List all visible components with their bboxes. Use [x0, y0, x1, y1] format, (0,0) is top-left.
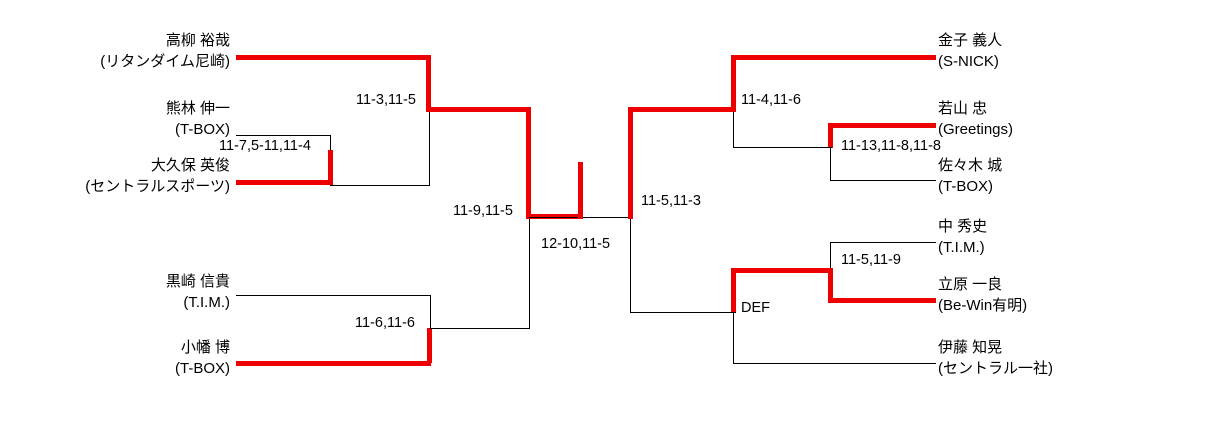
player-name: 佐々木 城 [938, 157, 1003, 174]
bracket-connector-right-r1-upper [830, 125, 831, 181]
bracket-connector-right-r1-upper-winner [828, 123, 833, 148]
bracket-line-left-p1 [236, 55, 431, 60]
player-name: 伊藤 知晃 [938, 339, 1003, 356]
bracket-connector-left-qf-top [429, 57, 430, 186]
bracket-line-right-qf-bottom-feed [731, 268, 833, 273]
bracket-line-right-p2 [828, 123, 936, 128]
bracket-line-right-p3 [830, 180, 936, 181]
player-label-right-1: 金子 義人 (S-NICK) [938, 30, 1138, 72]
player-team: (T.I.M.) [938, 239, 985, 256]
bracket-connector-left-qf-top-winner [426, 55, 431, 112]
player-name: 黒崎 信貴 [165, 273, 230, 290]
player-name: 若山 忠 [938, 100, 988, 117]
score-left-qf-top: 11-3,11-5 [356, 92, 416, 108]
bracket-line-left-p4 [236, 295, 431, 296]
player-label-left-5: 小幡 博 (T-BOX) [50, 337, 230, 379]
player-team: (T-BOX) [938, 178, 993, 195]
bracket-line-left-p5 [236, 361, 431, 366]
bracket-line-left-qf-top-winner [426, 107, 530, 112]
bracket-line-right-p5 [828, 298, 936, 303]
bracket-line-left-qf-bottom-winner [430, 328, 530, 329]
player-label-left-2: 熊林 伸一 (T-BOX) [50, 98, 230, 140]
bracket-connector-left-qf-bottom-winner [427, 328, 432, 363]
bracket-line-right-qf-top-feed [733, 147, 832, 148]
score-right-qf-bottom: DEF [741, 300, 770, 316]
bracket-line-right-qf-top-winner [630, 107, 736, 112]
bracket-connector-left-sf [529, 110, 530, 328]
player-label-left-1: 高柳 裕哉 (リタンダイム尼崎) [50, 30, 230, 72]
bracket-line-right-p4 [830, 242, 936, 243]
score-left-r1-lower: 11-7,5-11,11-4 [219, 138, 311, 154]
player-team: (Be-Win有明) [938, 297, 1028, 314]
player-name: 金子 義人 [938, 32, 1003, 49]
bracket-line-left-qf-lower-feed [330, 185, 429, 186]
champion-stub [578, 162, 583, 219]
bracket-connector-right-r1-lower-winner [828, 270, 833, 303]
player-name: 大久保 英俊 [150, 157, 230, 174]
score-left-sf: 11-9,11-5 [453, 203, 513, 219]
player-name: 小幡 博 [180, 339, 230, 356]
player-team: (Greetings) [938, 121, 1014, 138]
player-label-right-3: 佐々木 城 (T-BOX) [938, 155, 1138, 197]
player-label-right-5: 立原 一良 (Be-Win有明) [938, 274, 1138, 316]
score-right-r1-upper: 11-13,11-8,11-8 [841, 138, 941, 154]
player-team: (セントラル一社) [938, 360, 1053, 377]
bracket-line-left-sf-winner [526, 214, 583, 219]
score-right-r1-lower: 11-5,11-9 [841, 252, 901, 268]
player-team: (T-BOX) [175, 360, 230, 377]
bracket-line-right-p6 [733, 363, 936, 364]
score-right-sf: 11-5,11-3 [641, 193, 701, 209]
player-team: (セントラルスポーツ) [85, 178, 230, 195]
bracket-connector-right-qf-bottom-winner [731, 268, 736, 313]
bracket-line-left-p2 [236, 135, 331, 136]
bracket-connector-right-sf-winner [628, 107, 633, 219]
player-label-right-4: 中 秀史 (T.I.M.) [938, 216, 1138, 258]
bracket-connector-left-r1-lower-winner [328, 150, 333, 185]
player-label-left-3: 大久保 英俊 (セントラルスポーツ) [50, 155, 230, 197]
bracket-connector-right-qf-top-winner [731, 55, 736, 112]
player-team: (リタンダイム尼崎) [100, 53, 230, 70]
player-label-right-2: 若山 忠 (Greetings) [938, 98, 1138, 140]
score-final: 12-10,11-5 [541, 236, 611, 252]
player-label-left-4: 黒崎 信貴 (T.I.M.) [50, 271, 230, 313]
bracket-connector-left-sf-winner [526, 107, 531, 219]
bracket-line-right-qf-bottom-winner [630, 312, 736, 313]
player-name: 中 秀史 [938, 218, 988, 235]
player-team: (T.I.M.) [183, 294, 230, 311]
score-right-qf-top: 11-4,11-6 [741, 92, 801, 108]
player-name: 高柳 裕哉 [165, 32, 230, 49]
bracket-connector-right-qf-bottom [733, 270, 734, 364]
player-label-right-6: 伊藤 知晃 (セントラル一社) [938, 337, 1138, 379]
player-team: (S-NICK) [938, 53, 999, 70]
player-name: 立原 一良 [938, 276, 1003, 293]
bracket-line-left-p3 [236, 180, 331, 185]
player-name: 熊林 伸一 [165, 100, 230, 117]
score-left-qf-bottom: 11-6,11-6 [355, 315, 415, 331]
bracket-line-right-p1 [731, 55, 936, 60]
player-team: (T-BOX) [175, 121, 230, 138]
